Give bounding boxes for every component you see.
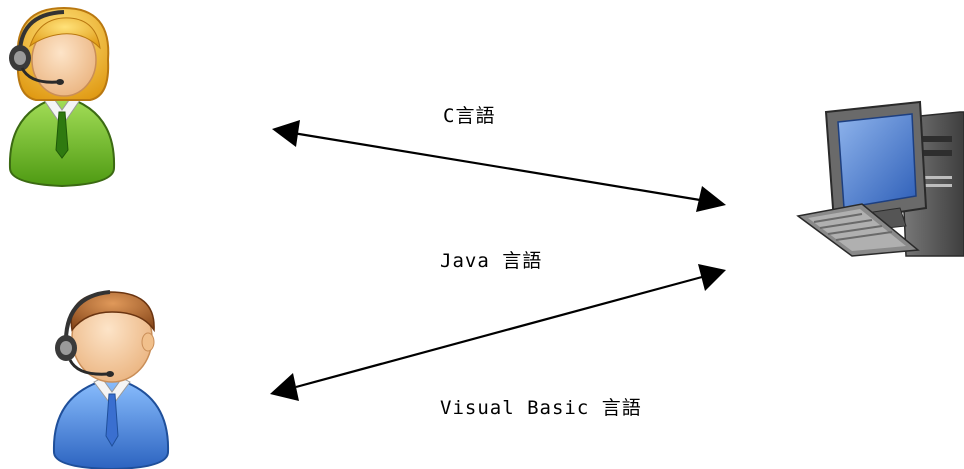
label-visual-basic-language: Visual Basic 言語 [440, 397, 642, 419]
computer-icon [796, 100, 964, 257]
man-headset-icon [52, 290, 170, 469]
arrow-c-language [272, 120, 726, 212]
woman-headset-icon [8, 6, 116, 188]
arrow-java-visualbasic [270, 264, 726, 401]
label-java-language: Java 言語 [440, 250, 543, 272]
label-c-language: C言語 [443, 105, 496, 127]
